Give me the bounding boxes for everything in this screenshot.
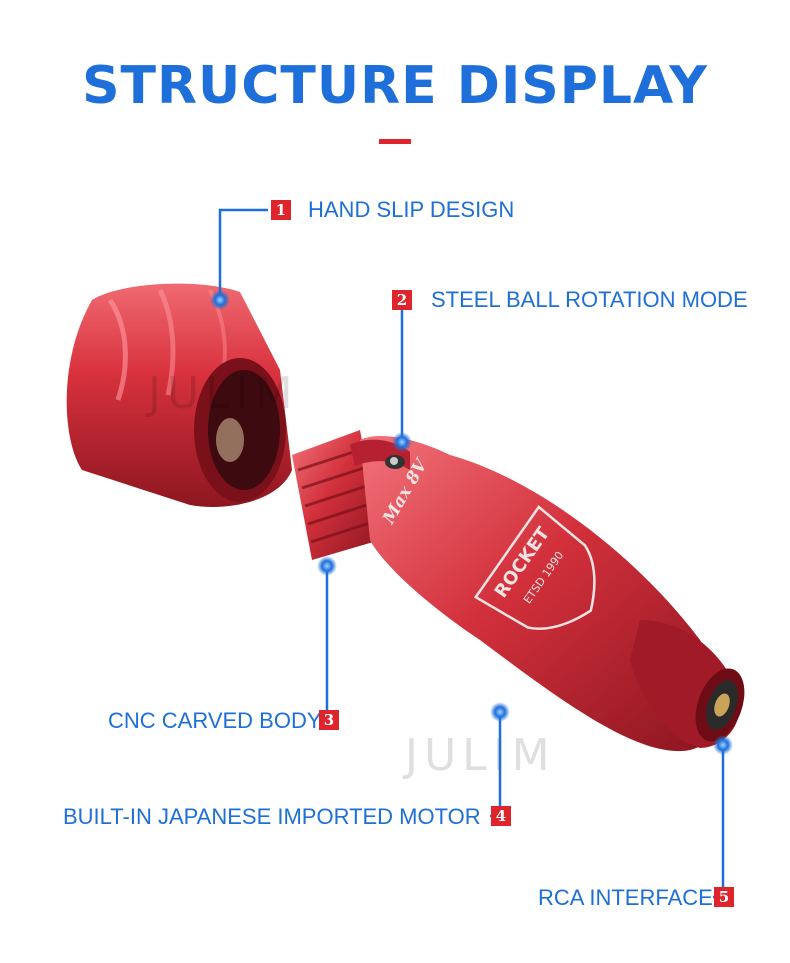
callout-4-number: 4: [491, 806, 511, 826]
callout-2-label: STEEL BALL ROTATION MODE: [431, 287, 748, 312]
callout-1-label: HAND SLIP DESIGN: [308, 197, 515, 222]
callout-3-dot: [317, 556, 337, 576]
title-underline: [379, 139, 411, 144]
callout-4-line: [490, 712, 502, 818]
grip-cap: [66, 283, 293, 507]
callout-1-line: [218, 208, 268, 300]
motor-body: [350, 435, 745, 752]
watermark-upper: JULIM: [148, 368, 299, 419]
callout-1-number: 1: [271, 200, 291, 220]
callout-5-line: [713, 745, 725, 899]
callout-2-dot: [392, 432, 412, 452]
callout-4-dot: [490, 702, 510, 722]
callout-5-dot: [713, 735, 733, 755]
callout-1-dot: [210, 290, 230, 310]
callout-4-label: BUILT-IN JAPANESE IMPORTED MOTOR: [63, 804, 481, 829]
page-title: STRUCTURE DISPLAY: [82, 56, 708, 116]
watermark-lower: JULIM: [405, 730, 556, 781]
callout-5-number: 5: [714, 887, 734, 907]
callout-5-label: RCA INTERFACE: [538, 885, 713, 910]
callout-3-line: [319, 566, 329, 722]
callout-3-number: 3: [319, 710, 339, 730]
callout-2-number: 2: [392, 290, 412, 310]
callout-3-label: CNC CARVED BODY: [108, 708, 322, 733]
